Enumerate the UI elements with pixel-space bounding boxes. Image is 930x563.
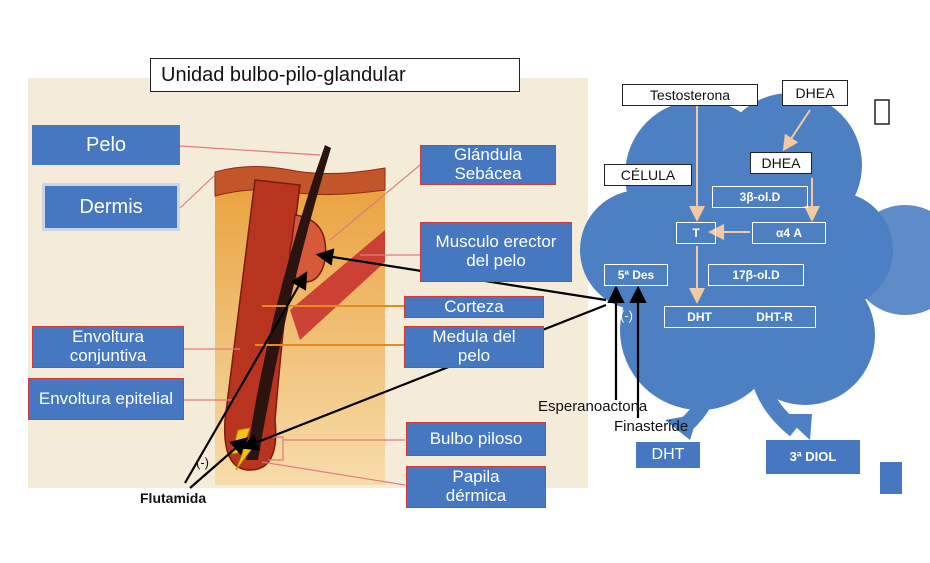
node-t: T [676, 222, 716, 244]
box-dhea-top: DHEA [782, 80, 848, 106]
label-papila-dermica: Papila dérmica [406, 466, 546, 508]
node-alpha4a: α4 A [752, 222, 826, 244]
box-dht-out: DHT [636, 442, 700, 468]
label-envoltura-conjuntiva: Envoltura conjuntiva [32, 326, 184, 368]
pathway-arrows [689, 105, 820, 304]
partial-box-right [874, 99, 890, 125]
enzyme-5des: 5ª Des [604, 264, 668, 286]
box-celula: CÉLULA [604, 164, 692, 186]
box-testosterona: Testosterona [622, 84, 758, 106]
label-dermis: Dermis [42, 183, 180, 231]
inhibition-cell: (-) [620, 308, 633, 323]
label-pelo: Pelo [32, 125, 180, 165]
label-envoltura-epitelial: Envoltura epitelial [28, 378, 184, 420]
orange-connectors [255, 305, 404, 346]
node-dht-r: DHT-R [756, 310, 793, 324]
node-dht-row: DHT DHT-R [664, 306, 816, 328]
box-diol: 3ª DIOL [766, 440, 860, 474]
label-musculo-erector: Musculo erector del pelo [420, 222, 572, 282]
outflow-arrow-diol [748, 326, 801, 437]
outflow-head-diol [782, 414, 812, 440]
inhibition-left: (-) [196, 455, 209, 470]
drug-arrows [184, 248, 647, 489]
cell-cloud [580, 93, 893, 410]
label-glandula-sebacea: Glándula Sebácea [420, 145, 556, 185]
label-medula: Medula del pelo [404, 326, 544, 368]
box-dhea-inner: DHEA [750, 152, 812, 174]
right-connectors [261, 164, 421, 486]
enzyme-3beta: 3β-ol.D [712, 186, 808, 208]
diagram-title: Unidad bulbo-pilo-glandular [150, 58, 520, 92]
label-corteza: Corteza [404, 296, 544, 318]
partial-blue-right [880, 462, 902, 494]
cloud-partial-right [850, 205, 930, 315]
erector-muscle-shape [290, 230, 385, 340]
outflow-head-dht [665, 414, 698, 440]
drug-esperanoactona: Esperanoactona [538, 398, 648, 415]
left-connectors [179, 145, 321, 401]
drug-flutamida: Flutamida [140, 490, 207, 506]
label-bulbo-piloso: Bulbo piloso [406, 422, 546, 456]
drug-finasteride: Finasteride [614, 418, 689, 435]
enzyme-17beta: 17β-ol.D [708, 264, 804, 286]
node-dht-inner: DHT [687, 310, 712, 324]
